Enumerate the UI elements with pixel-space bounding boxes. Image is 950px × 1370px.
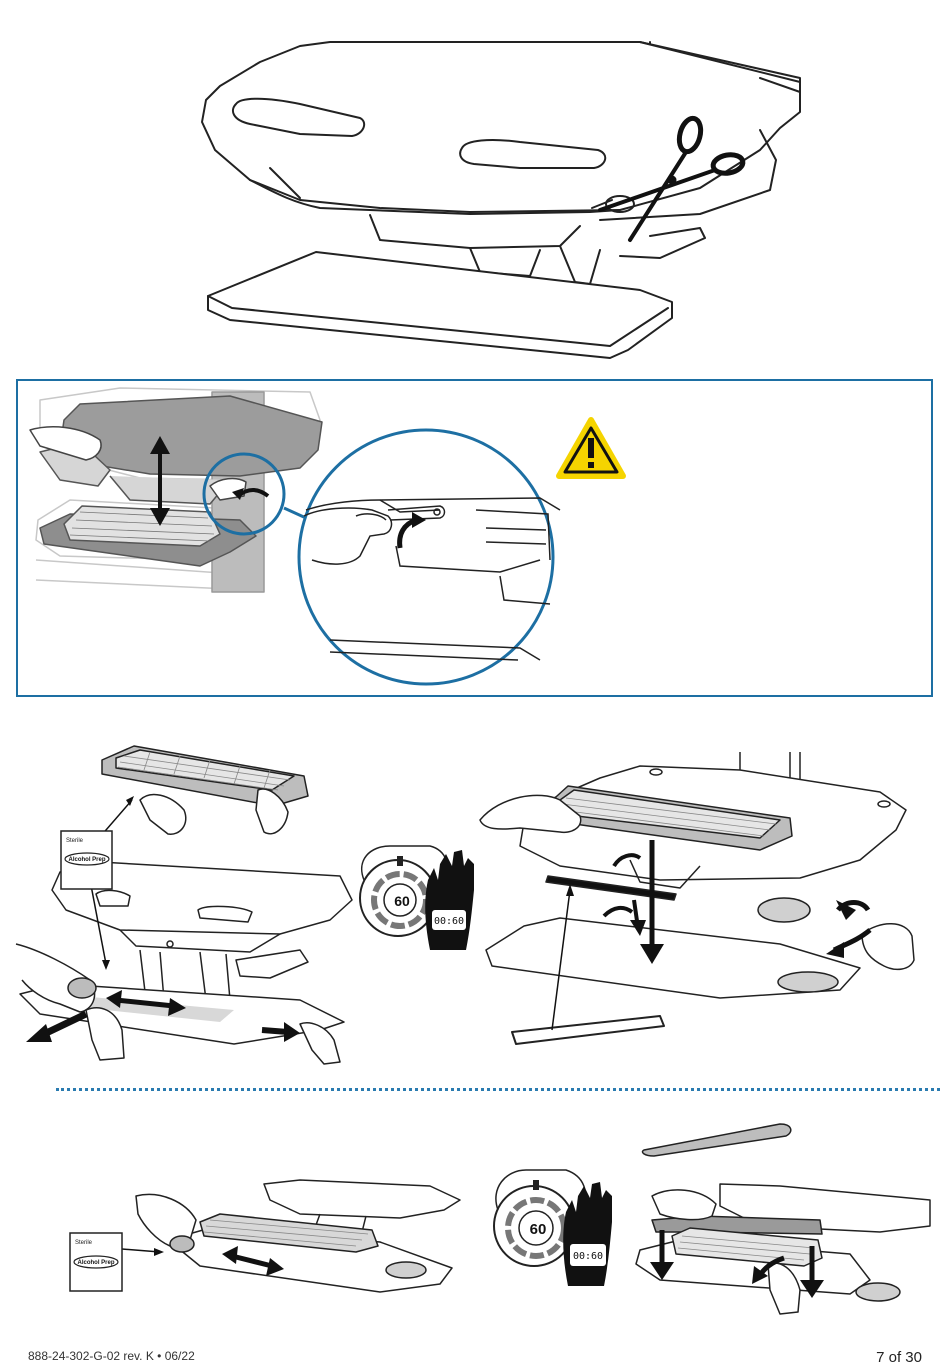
document-number: 888-24-302-G-02 rev. K • 06/22 — [28, 1349, 195, 1363]
worksurface-illustration — [202, 42, 800, 358]
packet-product-label: Alcohol Prep — [68, 857, 105, 863]
timer-seconds: 60 — [394, 893, 410, 909]
timer-display: 00:60 — [434, 916, 464, 927]
packet-sterile-label: Sterile — [66, 838, 84, 844]
reinstall-illustration — [636, 1124, 930, 1314]
timer-seconds-bottom: 60 — [530, 1221, 547, 1238]
packet-product-label-bottom: Alcohol Prep — [77, 1260, 114, 1266]
hand-timer-icon: 00:60 — [425, 850, 474, 950]
page-number: 7 of 30 — [876, 1349, 922, 1366]
dotted-divider — [56, 1088, 940, 1091]
keyboard-removal-illustration — [480, 752, 914, 1044]
cleaning-tray-illustration — [16, 746, 352, 1064]
bottom-wipe-illustration — [110, 1180, 460, 1292]
warning-callout-frame — [16, 379, 933, 697]
hand-timer-icon-bottom: 00:60 — [563, 1182, 612, 1286]
alcohol-prep-packet-bottom: Sterile Alcohol Prep — [70, 1233, 122, 1291]
packet-sterile-label-bottom: Sterile — [75, 1240, 93, 1246]
alcohol-prep-packet: Sterile Alcohol Prep — [61, 831, 112, 889]
timer-display-bottom: 00:60 — [573, 1251, 603, 1262]
